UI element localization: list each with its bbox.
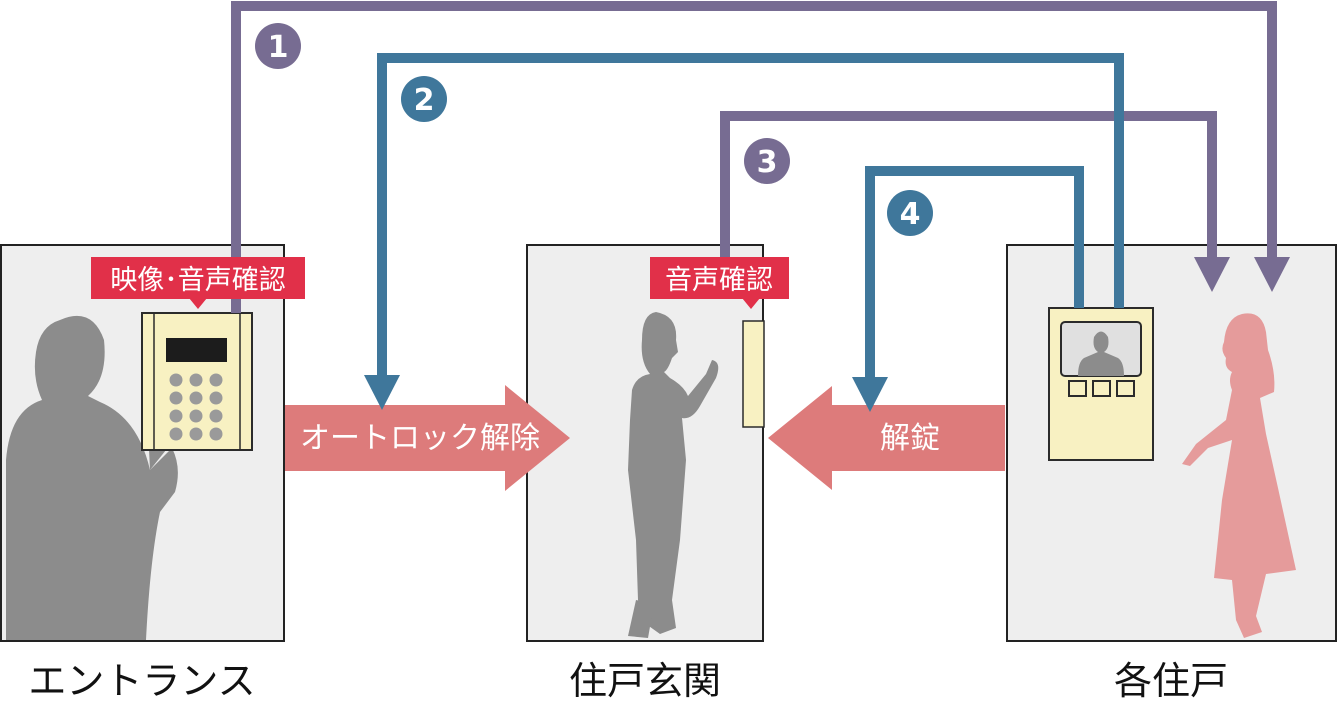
unit-caption: 各住戸 xyxy=(1114,659,1228,701)
step-badge-3: 3 xyxy=(744,138,790,184)
video-audio-check-tag: 映像･音声確認 xyxy=(91,257,305,309)
unlock-label: 解錠 xyxy=(880,421,940,456)
svg-text:4: 4 xyxy=(900,197,921,232)
autolock-release-arrow: オートロック解除 xyxy=(285,385,570,491)
entrance-caption: エントランス xyxy=(28,659,255,701)
flow-line-1 xyxy=(231,1,1290,313)
svg-text:音声確認: 音声確認 xyxy=(665,265,773,296)
door-intercom xyxy=(742,320,765,428)
svg-text:映像･音声確認: 映像･音声確認 xyxy=(110,265,286,296)
intercom-keypad xyxy=(169,373,223,441)
audio-check-tag: 音声確認 xyxy=(650,257,789,309)
unlock-arrow: 解錠 xyxy=(768,386,1005,490)
autolock-release-label: オートロック解除 xyxy=(300,421,540,456)
step-badge-2: 2 xyxy=(401,76,447,122)
flow-line-4-arrowhead xyxy=(852,377,888,412)
svg-text:2: 2 xyxy=(414,83,435,118)
flow-line-3 xyxy=(720,111,1230,292)
flow-line-2-arrowhead xyxy=(364,375,400,410)
flow-line-3-arrowhead xyxy=(1194,257,1230,292)
monitor-button-3 xyxy=(1116,380,1135,397)
monitor-button-1 xyxy=(1068,380,1087,397)
flow-line-1-arrowhead xyxy=(1254,257,1290,292)
resident-woman-silhouette xyxy=(1182,313,1296,638)
monitor-visitor-icon xyxy=(1078,331,1124,376)
intercom-display xyxy=(166,338,227,362)
svg-text:1: 1 xyxy=(268,30,289,65)
svg-text:3: 3 xyxy=(757,145,778,180)
step-badge-4: 4 xyxy=(887,190,933,236)
flow-line-2 xyxy=(364,53,1124,410)
entrance-intercom-panel xyxy=(141,312,253,451)
step-badge-1: 1 xyxy=(255,23,301,69)
resident-at-door-silhouette xyxy=(628,312,719,638)
door-caption: 住戸玄関 xyxy=(569,659,721,701)
flow-line-4 xyxy=(852,166,1084,412)
monitor-button-2 xyxy=(1092,380,1111,397)
indoor-monitor xyxy=(1048,307,1154,461)
